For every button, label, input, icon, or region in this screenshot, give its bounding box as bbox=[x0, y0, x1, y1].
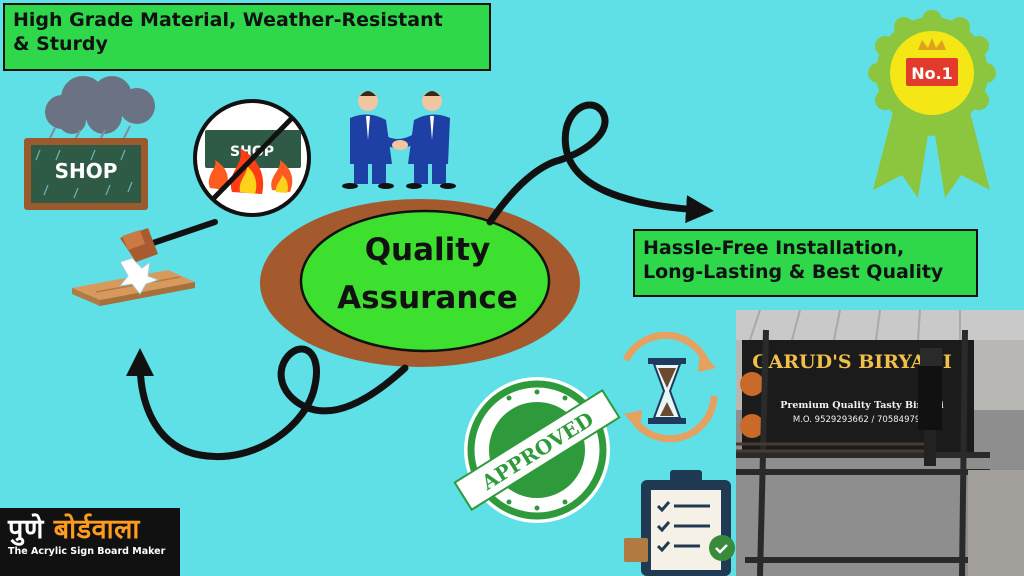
curly-arrow-left bbox=[126, 345, 409, 460]
photo-sign-phone: M.O. 9529293662 / 7058497945 bbox=[793, 415, 931, 425]
material-feature-line1: High Grade Material, Weather-Resistant bbox=[13, 9, 443, 31]
badge-text: No.1 bbox=[911, 64, 953, 83]
logo-word2: बोर्डवाला bbox=[53, 514, 140, 545]
photo-sign-tagline: Premium Quality Tasty Biryani bbox=[780, 400, 944, 411]
material-feature-line2: & Sturdy bbox=[13, 32, 108, 55]
photo-sign-name: GARUD'S BIRYANI bbox=[752, 351, 952, 373]
center-line2: Assurance bbox=[337, 280, 518, 317]
award-badge-icon: No.1 bbox=[868, 10, 996, 198]
storm-cloud-icon bbox=[31, 76, 155, 199]
brand-logo: पुणे बोर्डवाला The Acrylic Sign Board Ma… bbox=[0, 508, 180, 576]
center-line1: Quality bbox=[364, 232, 491, 268]
installation-feature-line2: Long-Lasting & Best Quality bbox=[643, 260, 944, 283]
curly-arrow-right bbox=[486, 101, 714, 226]
approved-stamp-icon: APPROVED bbox=[453, 377, 621, 523]
shop-board-text: SHOP bbox=[55, 159, 118, 183]
hourglass-icon bbox=[622, 331, 718, 443]
shop-board-icon: SHOP bbox=[24, 138, 148, 210]
handshake-icon bbox=[342, 91, 456, 189]
installation-photo: GARUD'S BIRYANI Premium Quality Tasty Bi… bbox=[736, 309, 1024, 576]
quality-ellipse bbox=[260, 199, 580, 367]
logo-tagline: The Acrylic Sign Board Maker bbox=[8, 546, 166, 558]
hammer-icon bbox=[72, 219, 218, 306]
installation-feature-box: Hassle-Free Installation, Long-Lasting &… bbox=[633, 229, 978, 297]
material-feature-box: High Grade Material, Weather-Resistant &… bbox=[3, 3, 491, 71]
logo-word1: पुणे bbox=[8, 514, 44, 545]
quality-assurance-title: Quality Assurance bbox=[305, 226, 550, 322]
installation-feature-line1: Hassle-Free Installation, bbox=[643, 237, 905, 259]
logo-wordmark: पुणे बोर्डवाला bbox=[8, 514, 172, 545]
clipboard-checklist-icon bbox=[624, 470, 735, 576]
no-fire-icon: SHOP bbox=[193, 99, 311, 217]
